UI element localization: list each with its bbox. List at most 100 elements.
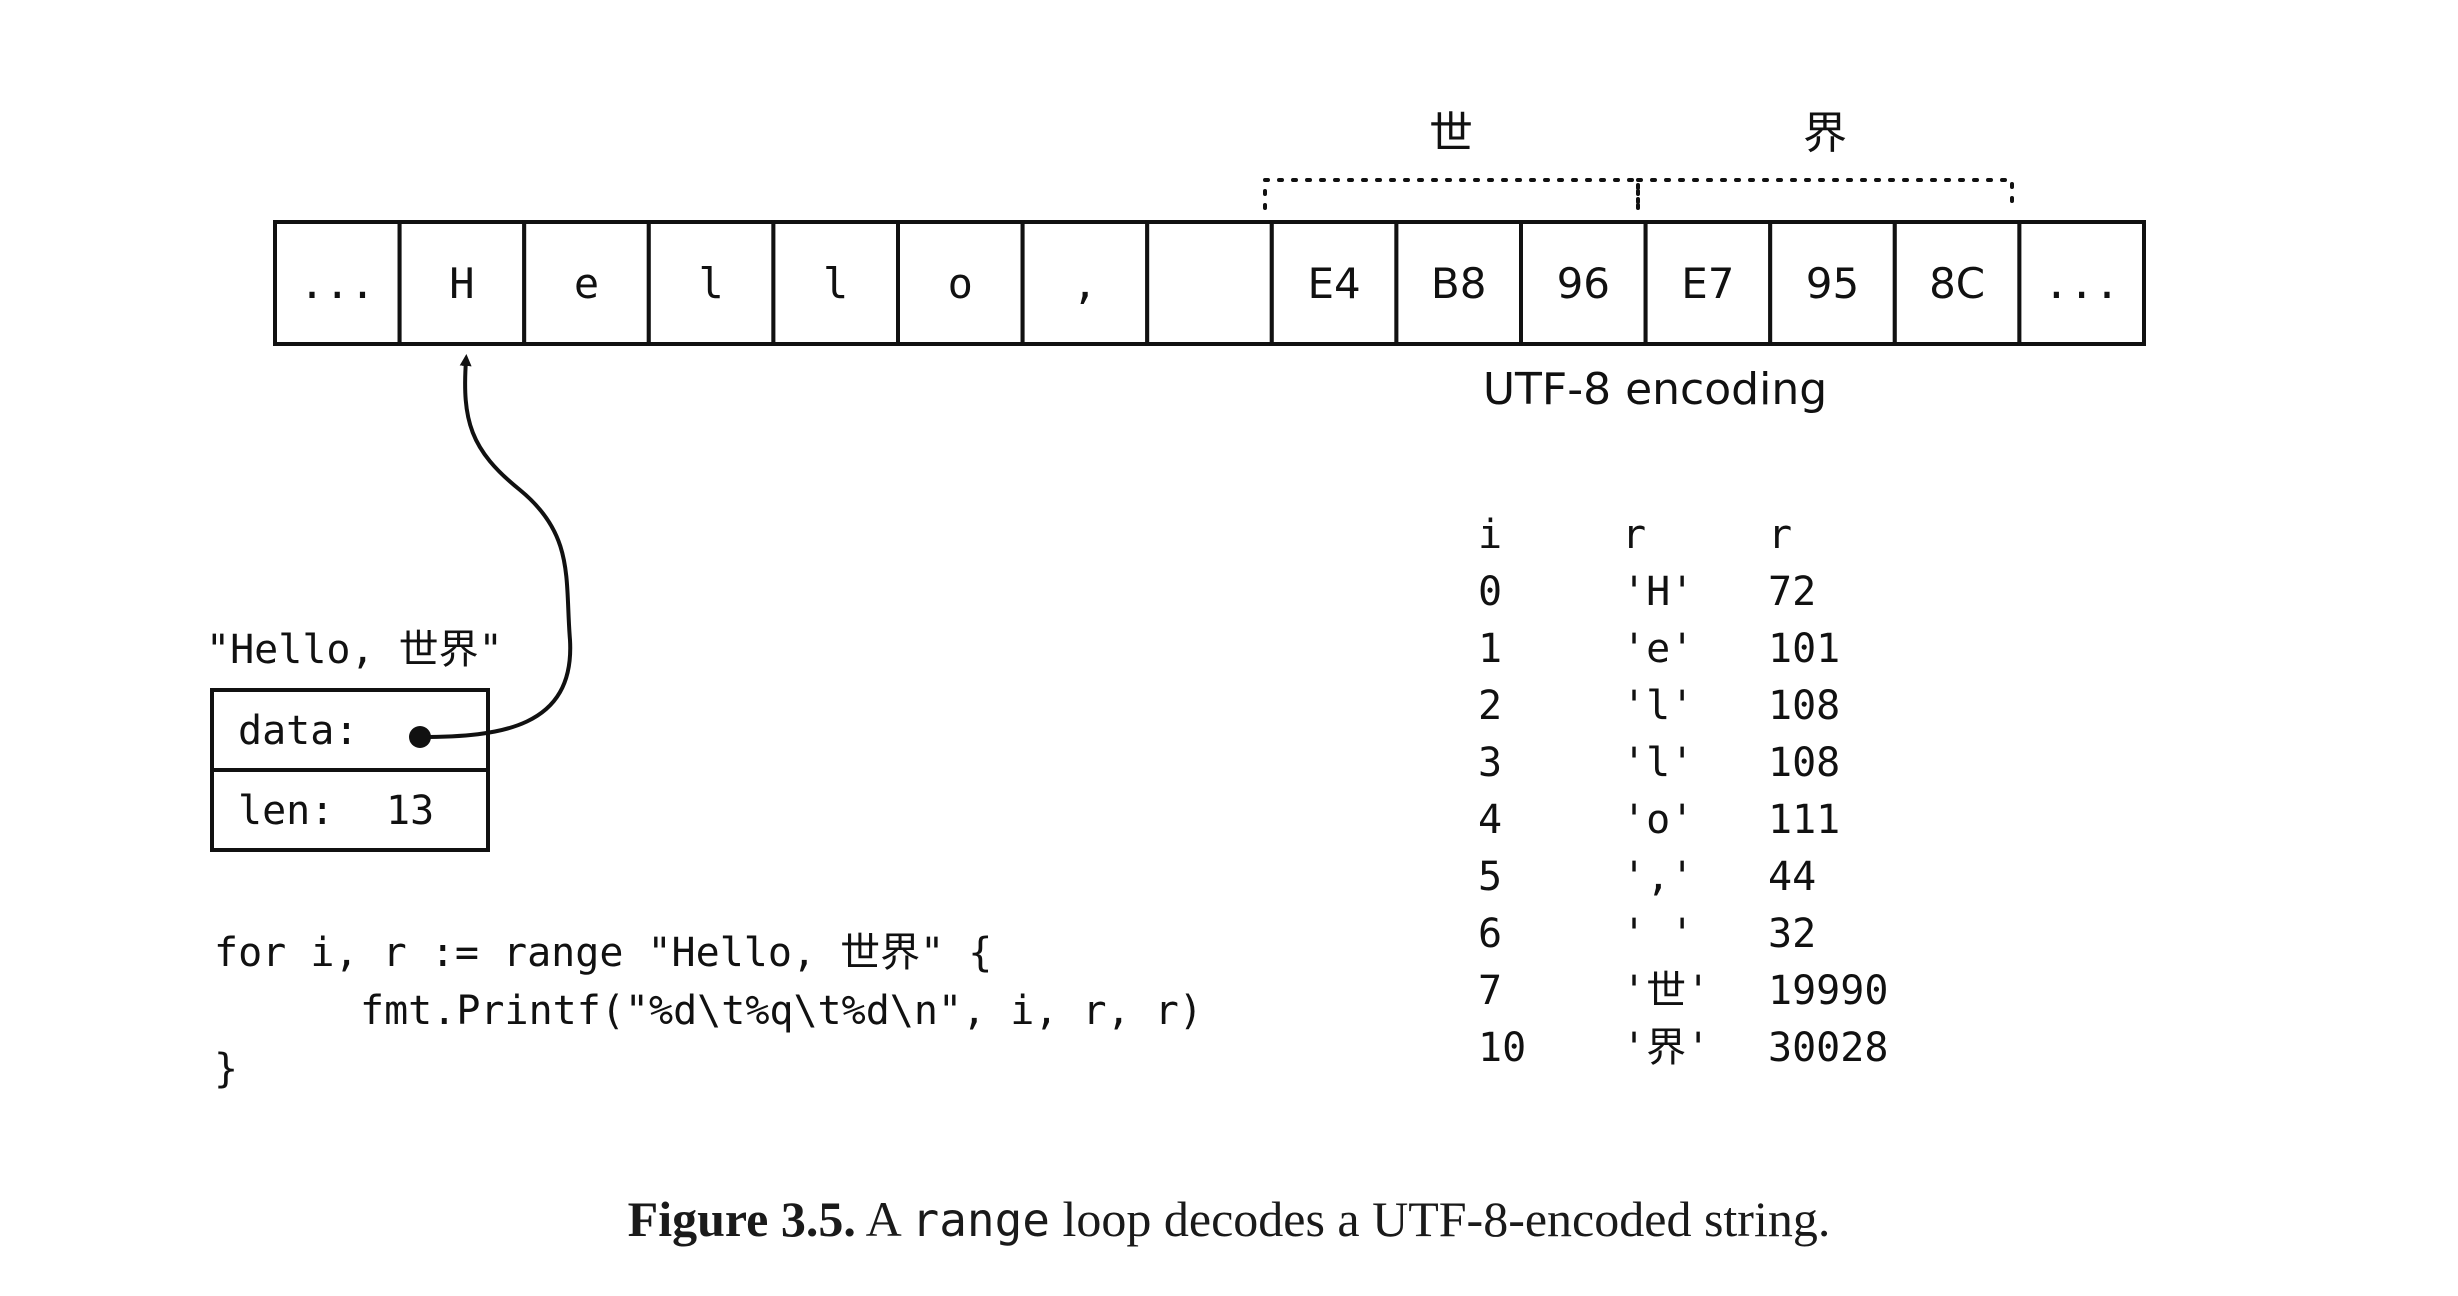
caption-text-post: loop decodes a UTF-8-encoded string. <box>1062 1191 1831 1247</box>
table-cell-index: 5 <box>1478 854 1502 900</box>
bracket-shi <box>1263 178 1640 210</box>
char-label-jie: 界 <box>1803 108 1847 159</box>
table-cell-index: 0 <box>1478 569 1502 615</box>
byte-cell-value: 96 <box>1557 259 1610 308</box>
table-cell-rune-value: 32 <box>1768 911 1816 957</box>
caption-keyword: range <box>911 1193 1050 1247</box>
table-row: 6 ' ' 32 <box>1478 911 1816 957</box>
byte-cell: , <box>1020 220 1150 346</box>
table-cell-index: 3 <box>1478 740 1502 786</box>
byte-cell: H <box>397 220 527 346</box>
table-cell-rune-quoted: ',' <box>1622 854 1694 900</box>
byte-cell-box <box>1394 220 1524 346</box>
table-cell-index: 10 <box>1478 1025 1526 1071</box>
table-cell-index: 7 <box>1478 968 1502 1014</box>
byte-cell-value: 8C <box>1929 259 1985 308</box>
byte-cell-box <box>1892 220 2022 346</box>
table-cell-rune-value: 19990 <box>1768 968 1888 1014</box>
byte-cell-value: ... <box>299 259 375 308</box>
table-row: 0 'H' 72 <box>1478 569 1816 615</box>
byte-cell-box <box>1519 220 1648 346</box>
table-row: 5 ',' 44 <box>1478 854 1816 900</box>
table-row: 7 '世' 19990 <box>1478 968 1888 1014</box>
data-field-label: data: <box>238 708 358 754</box>
byte-cell-box <box>2017 220 2147 346</box>
table-cell-rune-quoted: 'e' <box>1622 626 1694 672</box>
header-r-numeric: r <box>1768 512 1792 558</box>
byte-cell: o <box>896 220 1025 346</box>
utf8-brackets <box>1263 178 2014 210</box>
data-pointer-arrow <box>419 354 573 739</box>
byte-cell-box <box>273 220 402 346</box>
byte-cell-box <box>771 220 901 346</box>
output-table-header: i r r <box>1478 512 1792 558</box>
byte-cell-value: H <box>449 259 474 308</box>
byte-cell: 96 <box>1519 220 1648 346</box>
byte-cell-value: l <box>823 259 848 308</box>
output-table: i r r 0'H'721'e'1012'l'1083'l'1084'o'111… <box>1478 512 1888 1071</box>
table-cell-rune-quoted: ' ' <box>1622 911 1694 957</box>
byte-cell-box <box>1145 220 1274 346</box>
table-cell-rune-value: 30028 <box>1768 1025 1888 1071</box>
byte-cell: ... <box>273 220 402 346</box>
table-row: 2 'l' 108 <box>1478 683 1840 729</box>
string-header-box <box>210 688 490 852</box>
byte-cell-value: E4 <box>1307 259 1360 308</box>
byte-cell-box <box>896 220 1025 346</box>
string-literal-label: "Hello, 世界" <box>206 627 503 673</box>
caption-figure-number: Figure 3.5. <box>627 1191 856 1247</box>
table-cell-rune-quoted: '世' <box>1622 968 1710 1014</box>
byte-cell: 8C <box>1892 220 2022 346</box>
len-field-value: 13 <box>386 788 434 834</box>
table-row: 1 'e' 101 <box>1478 626 1840 672</box>
byte-cell-value: , <box>1072 259 1097 308</box>
table-row: 4'o'111 <box>1478 797 1840 843</box>
byte-cell: E4 <box>1269 220 1399 346</box>
table-cell-rune-value: 44 <box>1768 854 1816 900</box>
figure-caption: Figure 3.5. A range loop decodes a UTF-8… <box>0 1190 2458 1248</box>
table-cell-rune-value: 108 <box>1768 683 1840 729</box>
table-cell-rune-value: 111 <box>1768 797 1840 843</box>
table-cell-rune-quoted: 'H' <box>1622 569 1694 615</box>
table-cell-rune-quoted: 'l' <box>1622 683 1694 729</box>
byte-cell: B8 <box>1394 220 1524 346</box>
table-cell-rune-value: 108 <box>1768 740 1840 786</box>
byte-cell-box <box>1020 220 1150 346</box>
table-cell-rune-value: 72 <box>1768 569 1816 615</box>
output-table-rows: 0'H'721'e'1012'l'1083'l'1084'o'1115','44… <box>1478 569 1888 1071</box>
table-cell-index: 6 <box>1478 911 1502 957</box>
byte-cell: e <box>522 220 651 346</box>
table-cell-index: 4 <box>1478 797 1502 843</box>
byte-cell-value: ... <box>2044 259 2120 308</box>
byte-cell-value: 95 <box>1806 259 1859 308</box>
code-line-3: } <box>214 1046 238 1092</box>
table-cell-rune-value: 101 <box>1768 626 1840 672</box>
byte-cell-value: E7 <box>1681 259 1734 308</box>
header-i: i <box>1478 512 1502 558</box>
code-line-1: for i, r := range "Hello, 世界" { <box>214 930 992 976</box>
caption-text-pre: A <box>865 1191 899 1247</box>
code-line-2: fmt.Printf("%d\t%q\t%d\n", i, r, r) <box>360 988 1203 1034</box>
byte-cell-box <box>397 220 527 346</box>
encoding-label: UTF-8 encoding <box>1483 364 1827 415</box>
byte-cell-value: o <box>948 259 973 308</box>
byte-cell-value: e <box>574 259 599 308</box>
byte-cell-value: B8 <box>1431 259 1487 308</box>
byte-cell <box>1145 220 1274 346</box>
table-row: 3'l'108 <box>1478 740 1840 786</box>
byte-cell: E7 <box>1643 220 1773 346</box>
table-cell-index: 2 <box>1478 683 1502 729</box>
byte-cell: l <box>771 220 901 346</box>
byte-cell: 95 <box>1768 220 1897 346</box>
len-field-label: len: <box>238 788 334 834</box>
table-cell-rune-quoted: '界' <box>1622 1025 1710 1071</box>
byte-cell-box <box>1768 220 1897 346</box>
byte-cell: l <box>646 220 776 346</box>
byte-cell-value: l <box>698 259 723 308</box>
byte-cell-box <box>522 220 651 346</box>
char-label-shi: 世 <box>1429 108 1473 159</box>
table-cell-index: 1 <box>1478 626 1502 672</box>
